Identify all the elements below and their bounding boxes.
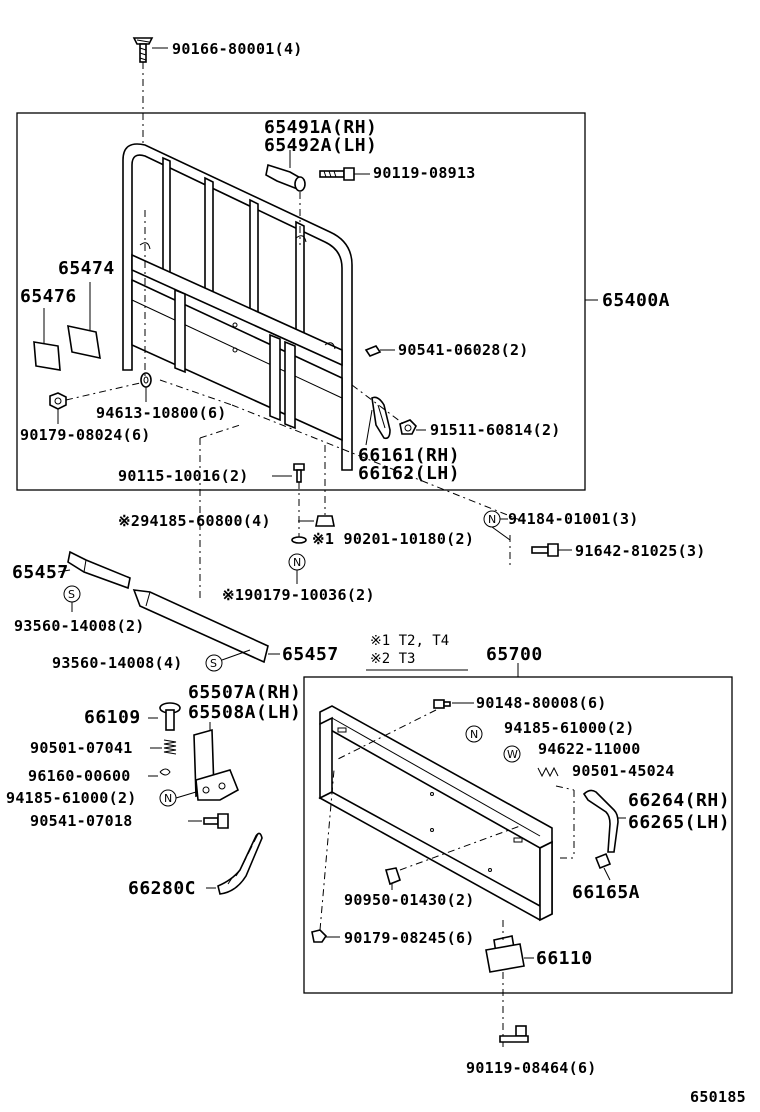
symbol-n-94184: N — [483, 510, 501, 528]
rail-65457-long[interactable] — [132, 589, 269, 664]
label-93560-2: 93560-14008(2) — [14, 617, 145, 635]
pin-66109[interactable] — [159, 702, 181, 731]
washer-94613[interactable] — [140, 372, 152, 388]
spring-90501-07041[interactable] — [163, 739, 177, 755]
label-90115: 90115-10016(2) — [118, 467, 249, 485]
symbol-s-2: S — [205, 654, 223, 672]
label-90166: 90166-80001(4) — [172, 40, 303, 58]
label-90501-45024: 90501-45024 — [572, 762, 675, 780]
nut-94185-60800[interactable] — [315, 515, 335, 527]
svg-text:S: S — [210, 657, 217, 670]
symbol-w-gate: W — [503, 745, 521, 763]
label-65508A: 65508A(LH) — [188, 702, 301, 723]
label-94185-61000-b: 94185-61000(2) — [504, 719, 635, 737]
svg-text:W: W — [507, 748, 518, 761]
tailgate-panel[interactable] — [318, 705, 553, 922]
label-65474: 65474 — [58, 258, 115, 279]
bolt-91511[interactable] — [399, 419, 417, 435]
screw-90166[interactable] — [132, 37, 154, 63]
svg-text:N: N — [164, 792, 172, 805]
label-94613: 94613-10800(6) — [96, 404, 227, 422]
note-2: ※2 T3 — [370, 651, 415, 667]
label-94184: 94184-01001(3) — [508, 510, 639, 528]
nut-90179-08024[interactable] — [49, 392, 67, 410]
label-90179-10036: ※190179-10036(2) — [222, 586, 375, 604]
label-93560-4: 93560-14008(4) — [52, 654, 183, 672]
label-65700: 65700 — [486, 644, 543, 665]
bolt-90119-08913[interactable] — [319, 167, 355, 181]
label-90950: 90950-01430(2) — [344, 891, 475, 909]
label-66265: 66265(LH) — [628, 812, 730, 833]
rod-66264[interactable] — [582, 789, 619, 853]
svg-text:N: N — [470, 728, 478, 741]
symbol-n-90179: N — [288, 553, 306, 571]
label-90119-08464: 90119-08464(6) — [466, 1059, 597, 1077]
label-66280C: 66280C — [128, 878, 196, 899]
svg-text:N: N — [293, 556, 301, 569]
screw-90148[interactable] — [433, 699, 451, 709]
frame-assembly-box — [16, 112, 586, 491]
label-90179-08245: 90179-08245(6) — [344, 929, 475, 947]
headboard-frame[interactable] — [122, 143, 353, 471]
svg-text:S: S — [68, 588, 75, 601]
symbol-n-latch: N — [159, 789, 177, 807]
cap-66165A[interactable] — [594, 852, 612, 870]
label-65476: 65476 — [20, 286, 77, 307]
rail-65457-short[interactable] — [67, 550, 131, 590]
plug-90950[interactable] — [384, 867, 401, 886]
diagram-id: 650185 — [690, 1088, 746, 1106]
label-90148: 90148-80008(6) — [476, 694, 607, 712]
label-65491A: 65491A(RH) — [264, 117, 377, 138]
label-66161: 66161(RH) — [358, 445, 460, 466]
clip-96160[interactable] — [159, 768, 171, 776]
label-91642: 91642-81025(3) — [575, 542, 706, 560]
bolt-91642[interactable] — [531, 543, 559, 557]
bumper-90541-06028[interactable] — [364, 345, 382, 357]
plate-65476[interactable] — [33, 341, 61, 371]
label-65492A: 65492A(LH) — [264, 135, 377, 156]
spring-90501-45024[interactable] — [537, 766, 559, 778]
note-1: ※1 T2, T4 — [370, 633, 449, 649]
label-90201: ※1 90201-10180(2) — [312, 530, 474, 548]
label-90541-07018: 90541-07018 — [30, 812, 133, 830]
plate-65474[interactable] — [67, 324, 101, 360]
label-94185-61000-a: 94185-61000(2) — [6, 789, 137, 807]
chain-66280C[interactable] — [217, 832, 263, 895]
symbol-n-gate: N — [465, 725, 483, 743]
label-66264: 66264(RH) — [628, 790, 730, 811]
label-65400A: 65400A — [602, 290, 670, 311]
bolt-90115[interactable] — [293, 463, 305, 483]
label-66109: 66109 — [84, 707, 141, 728]
washer-90201[interactable] — [291, 536, 307, 544]
label-65507A: 65507A(RH) — [188, 682, 301, 703]
hinge-66110[interactable] — [485, 935, 525, 973]
tube-cap-65491A[interactable] — [265, 163, 306, 192]
label-94185-60800: ※294185-60800(4) — [118, 512, 271, 530]
label-96160: 96160-00600 — [28, 767, 131, 785]
label-90119-08913: 90119-08913 — [373, 164, 476, 182]
label-90541-06028: 90541-06028(2) — [398, 341, 529, 359]
bolt-90541-07018[interactable] — [203, 813, 229, 829]
label-66162: 66162(LH) — [358, 463, 460, 484]
label-65457-b: 65457 — [282, 644, 339, 665]
label-66110: 66110 — [536, 948, 593, 969]
svg-text:N: N — [488, 513, 496, 526]
label-90501-07041: 90501-07041 — [30, 739, 133, 757]
nut-90179-08245[interactable] — [311, 929, 328, 943]
label-91511: 91511-60814(2) — [430, 421, 561, 439]
label-66165A: 66165A — [572, 882, 640, 903]
latch-66161[interactable] — [371, 396, 391, 440]
label-65457-a: 65457 — [12, 562, 69, 583]
bracket-65507A[interactable] — [193, 728, 240, 801]
bolt-90119-08464[interactable] — [499, 1025, 529, 1043]
label-90179-08024: 90179-08024(6) — [20, 426, 151, 444]
label-94622: 94622-11000 — [538, 740, 641, 758]
symbol-s-1: S — [63, 585, 81, 603]
